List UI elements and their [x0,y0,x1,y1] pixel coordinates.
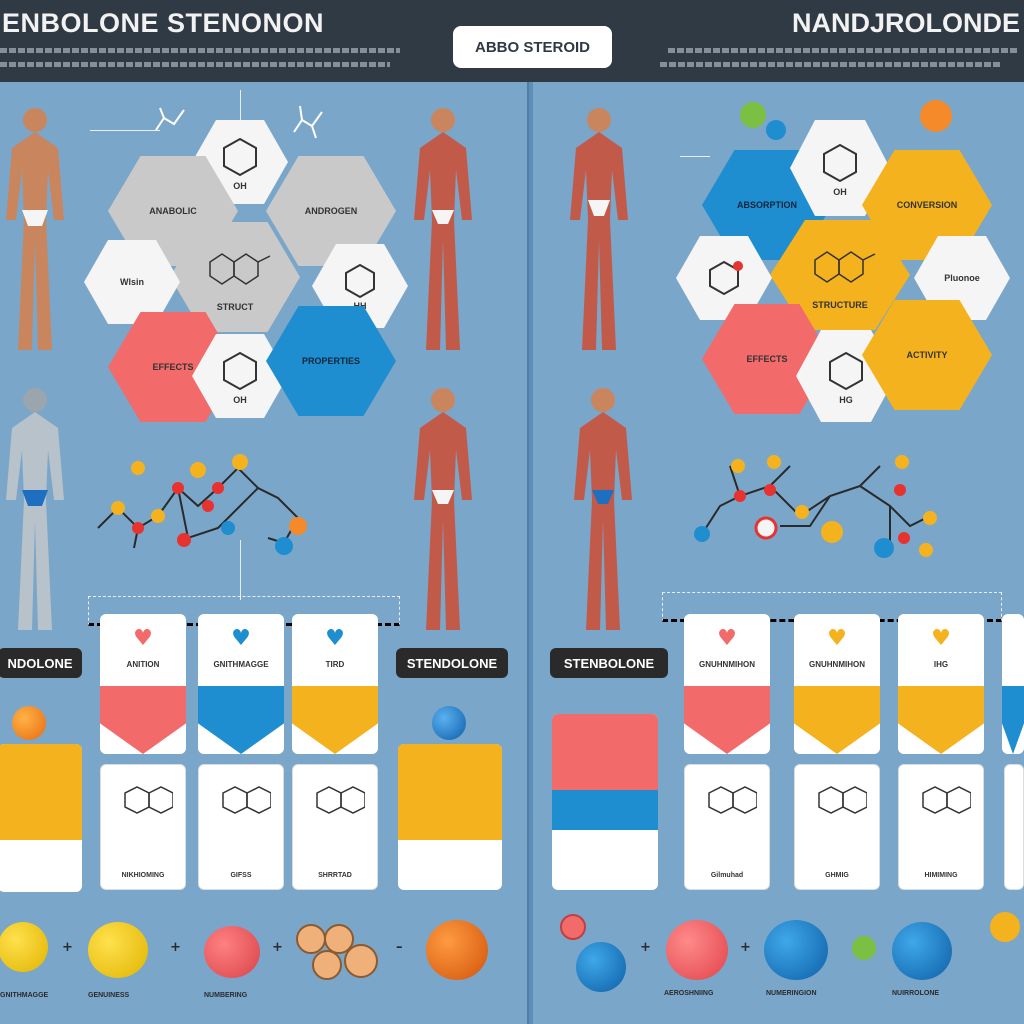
plus-icon: + [272,940,283,955]
card-banner [794,686,880,754]
plus-icon: + [640,940,651,955]
hex-cell: OH [192,334,288,418]
compound-label: NDOLONE [0,648,82,678]
sphere-icon [740,102,766,128]
benzene-icon [223,137,257,177]
info-card: ♥ GNITHMAGGE [198,614,284,754]
heart-icon: ♥ [931,626,951,651]
molecule-icon [155,107,185,131]
ball-stick-molecule-icon [97,454,307,555]
muscle-figure-icon [574,388,632,630]
header-text-line [0,62,390,67]
connector-line [240,540,241,600]
heart-icon: ♥ [231,626,251,651]
structure-card: NIKHIOMING [100,764,186,890]
connector-line [240,90,241,120]
sphere-icon [666,920,728,980]
steroid-structure-icon [818,786,867,814]
sphere-icon [432,706,466,740]
compound-label: STENBOLONE [550,648,668,678]
sphere-icon [12,706,46,740]
card-banner [198,686,284,754]
center-divider [527,82,533,1024]
steroid-structure-icon [209,253,271,285]
sphere-icon [766,120,786,140]
minus-icon: – [396,940,403,955]
steroid-structure-icon [814,251,876,283]
sphere-icon [990,912,1020,942]
tall-card [398,744,502,890]
structure-card: HIMIMING [898,764,984,890]
sphere-icon [312,950,342,980]
info-card [1002,614,1024,754]
steroid-structure-icon [922,786,971,814]
steroid-structure-icon [708,786,757,814]
hex-cell: ACTIVITY [862,300,992,410]
sphere-icon [426,920,488,980]
info-card: ♥ IHG [898,614,984,754]
card-banner [1002,686,1024,754]
structure-card: SHRRTAD [292,764,378,890]
card-banner [292,686,378,754]
plus-icon: + [170,940,181,955]
hex-cell: Wlsin [84,240,180,324]
card-banner [100,686,186,754]
hex-cell [676,236,772,320]
sphere-icon [88,922,148,978]
steroid-structure-icon [222,786,271,814]
heart-icon: ♥ [325,626,345,651]
muscle-figure-icon [414,388,472,630]
benzene-icon [829,351,863,391]
header: ENBOLONE STENONON NANDJROLONDE ABBO STER… [0,0,1024,82]
plus-icon: + [62,940,73,955]
sphere-icon [920,100,952,132]
benzene-icon [709,260,743,296]
muscle-figure-icon [6,388,64,630]
heart-icon: ♥ [827,626,847,651]
info-card: ♥ GNUHNMIHON [684,614,770,754]
heart-icon: ♥ [717,626,737,651]
molecule-icon [293,105,323,139]
sphere-icon [204,926,260,978]
structure-card [1004,764,1024,890]
header-text-line [660,62,1000,67]
card-banner [684,686,770,754]
header-text-line [668,48,1018,53]
steroid-structure-icon [124,786,173,814]
steroid-structure-icon [316,786,365,814]
sphere-icon [764,920,828,980]
connector-line [680,156,710,157]
sphere-icon [892,922,952,980]
connector-line [90,130,160,180]
info-card: ♥ TIRD [292,614,378,754]
heart-icon: ♥ [133,626,153,651]
benzene-icon [823,143,857,183]
benzene-icon [345,263,375,299]
info-card: ♥ GNUHNMIHON [794,614,880,754]
structure-card: GIFSS [198,764,284,890]
center-badge: ABBO STEROID [453,26,612,68]
tall-card [0,744,82,892]
compound-label: STENDOLONE [396,648,508,678]
card-banner [898,686,984,754]
ball-stick-molecule-icon [694,455,937,558]
benzene-icon [223,351,257,391]
sphere-icon [560,914,586,940]
title-left: ENBOLONE STENONON [2,8,325,38]
muscle-figure-icon [6,108,64,350]
sphere-icon [852,936,876,960]
muscle-figure-icon [570,108,628,350]
sphere-icon [344,944,378,978]
sphere-icon [296,924,326,954]
header-text-line [0,48,400,53]
structure-card: GHMIG [794,764,880,890]
structure-card: Gilmuhad [684,764,770,890]
title-right: NANDJROLONDE [791,8,1020,38]
sphere-icon [0,922,48,972]
info-card: ♥ ANITION [100,614,186,754]
sphere-icon [576,942,626,992]
tall-card [552,714,658,890]
muscle-figure-icon [414,108,472,350]
plus-icon: + [740,940,751,955]
